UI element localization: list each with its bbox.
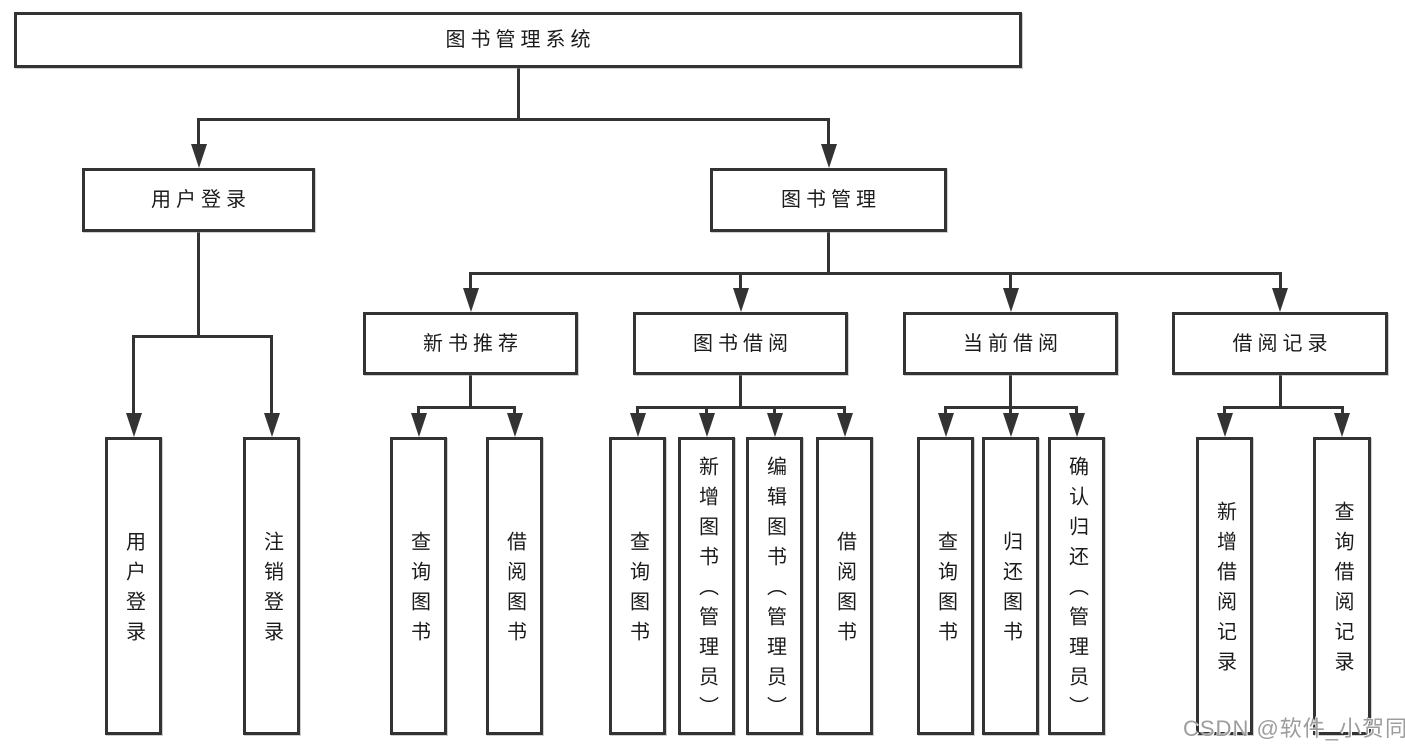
arrow-down-icon-nb-query <box>410 413 427 437</box>
node-box-b-query: 查询图书 <box>609 437 666 735</box>
arrow-down-icon-login <box>190 144 207 168</box>
connector-stem-newbook <box>469 375 472 409</box>
arrow-down-icon-user-login <box>125 413 142 437</box>
arrow-down-icon-b-add <box>698 413 715 437</box>
node-box-b-add: 新增图书（管理员） <box>678 437 735 735</box>
node-box-c-query: 查询图书 <box>917 437 974 735</box>
connector-drop-mgmt <box>827 118 830 148</box>
connector-drop-nb-query <box>417 406 420 417</box>
arrow-down-icon-newbook <box>462 288 479 312</box>
connector-drop-c-return <box>1009 406 1012 417</box>
connector-stem-login <box>197 232 200 338</box>
connector-drop-b-edit <box>773 406 776 417</box>
node-label-borrow: 图书借阅 <box>693 332 793 355</box>
connector-bar-root <box>197 118 830 121</box>
connector-drop-current <box>1009 272 1012 292</box>
node-box-user-login: 用户登录 <box>105 437 162 735</box>
arrow-down-icon-borrow <box>732 288 749 312</box>
connector-drop-r-add <box>1223 406 1226 417</box>
arrow-down-icon-nb-borrow <box>506 413 523 437</box>
node-label-r-query: 查询借阅记录 <box>1331 501 1353 681</box>
node-label-b-borrow: 借阅图书 <box>833 531 856 651</box>
connector-bar-borrow <box>636 406 846 409</box>
node-box-root: 图书管理系统 <box>14 12 1022 68</box>
node-label-c-query: 查询图书 <box>934 531 957 651</box>
node-label-user-login: 用户登录 <box>122 531 145 651</box>
connector-drop-b-add <box>705 406 708 417</box>
connector-drop-user-login <box>132 335 135 417</box>
arrow-down-icon-r-add <box>1216 413 1233 437</box>
node-label-login: 用户登录 <box>151 189 251 211</box>
node-box-b-borrow: 借阅图书 <box>816 437 873 735</box>
node-label-c-confirm: 确认归还（管理员） <box>1065 456 1088 726</box>
arrow-down-icon-r-query <box>1334 413 1350 437</box>
connector-bar-login <box>132 335 273 338</box>
node-label-nb-query: 查询图书 <box>407 531 430 651</box>
node-label-current: 当前借阅 <box>963 332 1063 355</box>
connector-stem-root <box>516 68 520 121</box>
connector-drop-b-query <box>636 406 639 417</box>
node-box-c-return: 归还图书 <box>982 437 1039 735</box>
connector-bar-mgmt <box>469 272 1282 275</box>
arrow-down-icon-b-edit <box>766 413 783 437</box>
node-label-logout: 注销登录 <box>260 531 283 651</box>
arrow-down-icon-records <box>1272 288 1288 312</box>
node-box-login: 用户登录 <box>82 168 315 232</box>
connector-drop-nb-borrow <box>513 406 516 417</box>
node-label-b-edit: 编辑图书（管理员） <box>763 456 786 726</box>
connector-drop-c-query <box>944 406 947 417</box>
connector-stem-mgmt <box>827 232 830 275</box>
connector-stem-borrow <box>739 375 742 409</box>
connector-drop-logout <box>270 335 273 417</box>
arrow-down-icon-c-confirm <box>1068 413 1085 437</box>
connector-drop-borrow <box>739 272 742 292</box>
node-box-r-query: 查询借阅记录 <box>1313 437 1371 735</box>
connector-bar-records <box>1223 406 1344 409</box>
node-label-r-add: 新增借阅记录 <box>1213 501 1236 681</box>
node-box-c-confirm: 确认归还（管理员） <box>1048 437 1105 735</box>
connector-drop-b-borrow <box>843 406 846 417</box>
node-box-nb-query: 查询图书 <box>390 437 447 735</box>
connector-drop-login <box>197 118 200 148</box>
node-label-root: 图书管理系统 <box>445 29 596 51</box>
node-box-b-edit: 编辑图书（管理员） <box>746 437 803 735</box>
node-box-current: 当前借阅 <box>903 312 1118 375</box>
connector-stem-records <box>1278 375 1282 409</box>
connector-drop-records <box>1278 272 1282 292</box>
arrow-down-icon-mgmt <box>820 144 837 168</box>
arrow-down-icon-c-query <box>937 413 954 437</box>
connector-drop-c-confirm <box>1075 406 1078 417</box>
connector-stem-current <box>1009 375 1012 409</box>
node-box-nb-borrow: 借阅图书 <box>486 437 543 735</box>
node-label-newbook: 新书推荐 <box>423 332 523 355</box>
node-label-b-query: 查询图书 <box>626 531 649 651</box>
node-label-records: 借阅记录 <box>1232 332 1333 355</box>
arrow-down-icon-current <box>1002 288 1019 312</box>
node-box-r-add: 新增借阅记录 <box>1196 437 1253 735</box>
node-label-b-add: 新增图书（管理员） <box>695 456 718 726</box>
connector-drop-newbook <box>469 272 472 292</box>
arrow-down-icon-logout <box>263 413 280 437</box>
arrow-down-icon-b-query <box>629 413 646 437</box>
node-box-mgmt: 图书管理 <box>710 168 947 232</box>
node-box-records: 借阅记录 <box>1172 312 1388 375</box>
node-label-c-return: 归还图书 <box>999 531 1022 651</box>
csdn-watermark: CSDN @软件_小贺同学 <box>1183 716 1405 741</box>
connector-drop-r-query <box>1340 406 1344 417</box>
node-box-newbook: 新书推荐 <box>363 312 578 375</box>
connector-bar-newbook <box>417 406 516 409</box>
node-box-borrow: 图书借阅 <box>633 312 848 375</box>
arrow-down-icon-c-return <box>1002 413 1019 437</box>
arrow-down-icon-b-borrow <box>836 413 853 437</box>
node-box-logout: 注销登录 <box>243 437 300 735</box>
node-label-mgmt: 图书管理 <box>781 189 881 211</box>
node-label-nb-borrow: 借阅图书 <box>503 531 526 651</box>
